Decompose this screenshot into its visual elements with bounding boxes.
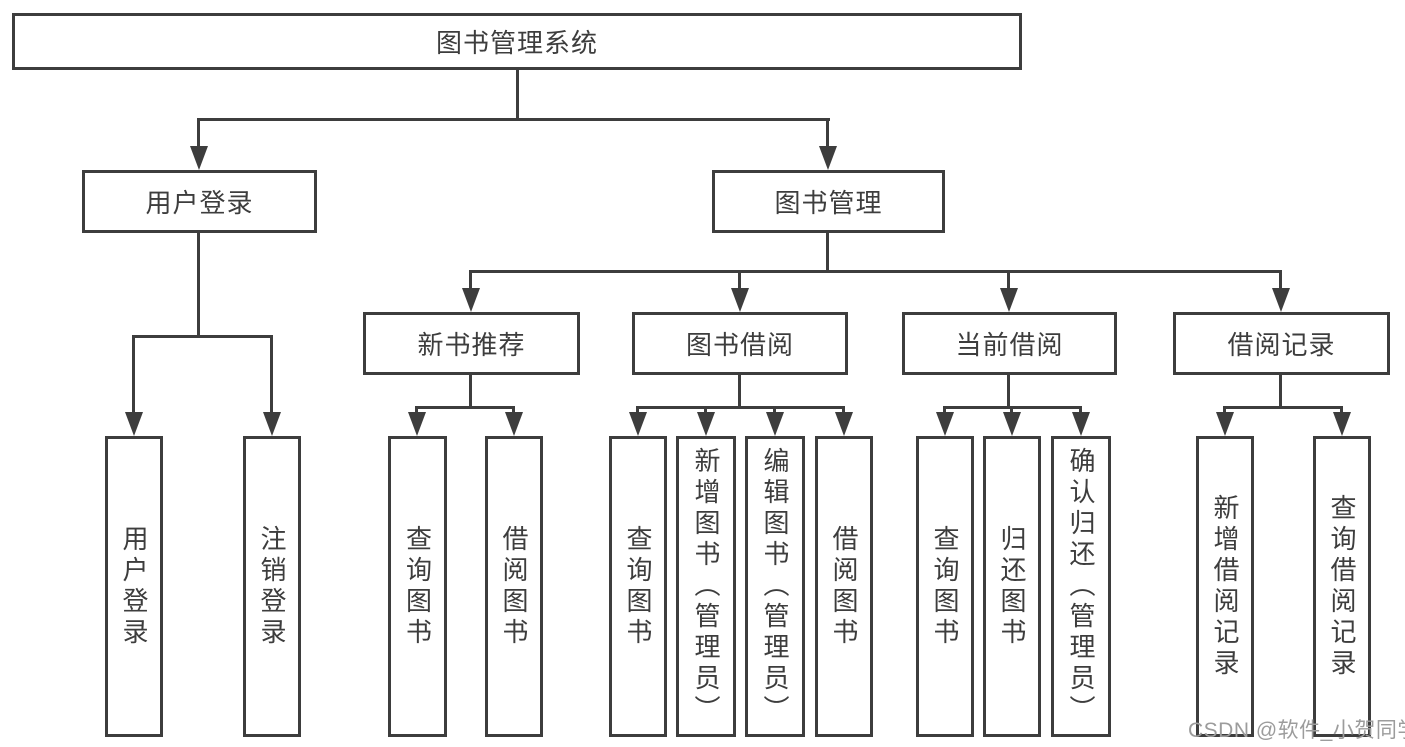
- node-add-book-admin: 新增图书（管理员）: [676, 436, 736, 737]
- arrowhead-icon: [835, 412, 853, 436]
- connector-root-rail: [198, 118, 830, 121]
- connector-drop: [132, 335, 135, 412]
- node-user-login-leaf: 用户登录: [105, 436, 163, 737]
- node-label: 图书管理系统: [435, 28, 598, 58]
- arrowhead-icon: [190, 146, 208, 170]
- arrowhead-icon: [819, 146, 837, 170]
- connector-drop: [738, 270, 741, 288]
- node-label: 确认归还（管理员）: [1066, 447, 1096, 726]
- connector-current-stem: [1007, 375, 1010, 406]
- arrowhead-icon: [731, 288, 749, 312]
- connector-drop: [842, 406, 845, 414]
- node-confirm-return-admin: 确认归还（管理员）: [1051, 436, 1111, 737]
- node-label: 当前借阅: [955, 330, 1064, 360]
- node-label: 借阅图书: [829, 524, 859, 649]
- connector-drop: [270, 335, 273, 412]
- connector-drop: [636, 406, 639, 414]
- connector-drop: [773, 406, 776, 414]
- node-label: 用户登录: [119, 524, 149, 649]
- node-label: 查询图书: [402, 524, 433, 649]
- node-library-management-system: 图书管理系统: [12, 13, 1022, 70]
- connector-drop: [512, 406, 515, 414]
- connector-drop: [1007, 270, 1010, 288]
- node-query-books-borrowing: 查询图书: [609, 436, 667, 737]
- arrowhead-icon: [1000, 288, 1018, 312]
- node-label: 新增图书（管理员）: [691, 447, 721, 726]
- node-label: 编辑图书（管理员）: [760, 447, 790, 726]
- arrowhead-icon: [462, 288, 480, 312]
- node-label: 用户登录: [145, 188, 254, 218]
- arrowhead-icon: [1216, 412, 1234, 436]
- connector-borrowing-stem: [738, 375, 741, 406]
- node-query-borrow-record: 查询借阅记录: [1313, 436, 1371, 737]
- node-new-book-recommend: 新书推荐: [363, 312, 580, 375]
- connector-newbook-rail: [415, 406, 515, 409]
- csdn-watermark: CSDN @软件_小贺同学: [1188, 719, 1405, 742]
- connector-borrowing-rail: [636, 406, 845, 409]
- connector-drop: [826, 118, 829, 146]
- node-query-books-recommend: 查询图书: [388, 436, 447, 737]
- node-logout: 注销登录: [243, 436, 301, 737]
- arrowhead-icon: [505, 412, 523, 436]
- node-book-borrowing: 图书借阅: [632, 312, 848, 375]
- node-borrow-records: 借阅记录: [1173, 312, 1390, 375]
- connector-drop: [469, 270, 472, 288]
- node-edit-book-admin: 编辑图书（管理员）: [745, 436, 805, 737]
- arrowhead-icon: [629, 412, 647, 436]
- connector-drop: [1340, 406, 1343, 414]
- node-return-books: 归还图书: [983, 436, 1041, 737]
- connector-drop: [415, 406, 418, 414]
- node-query-books-current: 查询图书: [916, 436, 974, 737]
- arrowhead-icon: [408, 412, 426, 436]
- arrowhead-icon: [1272, 288, 1290, 312]
- connector-root-stem: [516, 70, 519, 118]
- connector-drop: [1010, 406, 1013, 414]
- connector-drop: [1279, 270, 1282, 288]
- connector-newbook-stem: [469, 375, 472, 406]
- connector-userlogin-stem: [197, 233, 200, 335]
- node-label: 归还图书: [997, 524, 1027, 649]
- node-label: 借阅图书: [499, 524, 529, 649]
- connector-userlogin-rail: [132, 335, 273, 338]
- connector-records-rail: [1223, 406, 1343, 409]
- node-book-management: 图书管理: [712, 170, 945, 233]
- node-label: 图书管理: [774, 188, 883, 218]
- node-user-login: 用户登录: [82, 170, 317, 233]
- node-label: 新书推荐: [417, 330, 526, 360]
- arrowhead-icon: [766, 412, 784, 436]
- connector-drop: [704, 406, 707, 414]
- arrowhead-icon: [125, 412, 143, 436]
- connector-records-stem: [1279, 375, 1282, 406]
- arrowhead-icon: [1003, 412, 1021, 436]
- connector-drop: [197, 118, 200, 146]
- node-label: 借阅记录: [1227, 330, 1336, 360]
- node-label: 查询图书: [930, 524, 960, 649]
- connector-bookmgmt-rail: [469, 270, 1282, 273]
- arrowhead-icon: [697, 412, 715, 436]
- node-label: 注销登录: [257, 524, 287, 649]
- arrowhead-icon: [263, 412, 281, 436]
- arrowhead-icon: [1333, 412, 1351, 436]
- node-borrow-books-recommend: 借阅图书: [485, 436, 543, 737]
- connector-drop: [943, 406, 946, 414]
- node-label: 图书借阅: [685, 330, 794, 360]
- connector-drop: [1223, 406, 1226, 414]
- node-label: 新增借阅记录: [1210, 493, 1240, 680]
- node-add-borrow-record: 新增借阅记录: [1196, 436, 1254, 737]
- connector-bookmgmt-stem: [826, 233, 829, 270]
- node-label: 查询借阅记录: [1327, 493, 1357, 680]
- connector-drop: [1079, 406, 1082, 414]
- arrowhead-icon: [1072, 412, 1090, 436]
- node-current-borrowing: 当前借阅: [902, 312, 1117, 375]
- node-label: 查询图书: [623, 524, 653, 649]
- node-borrow-books-borrowing: 借阅图书: [815, 436, 873, 737]
- arrowhead-icon: [936, 412, 954, 436]
